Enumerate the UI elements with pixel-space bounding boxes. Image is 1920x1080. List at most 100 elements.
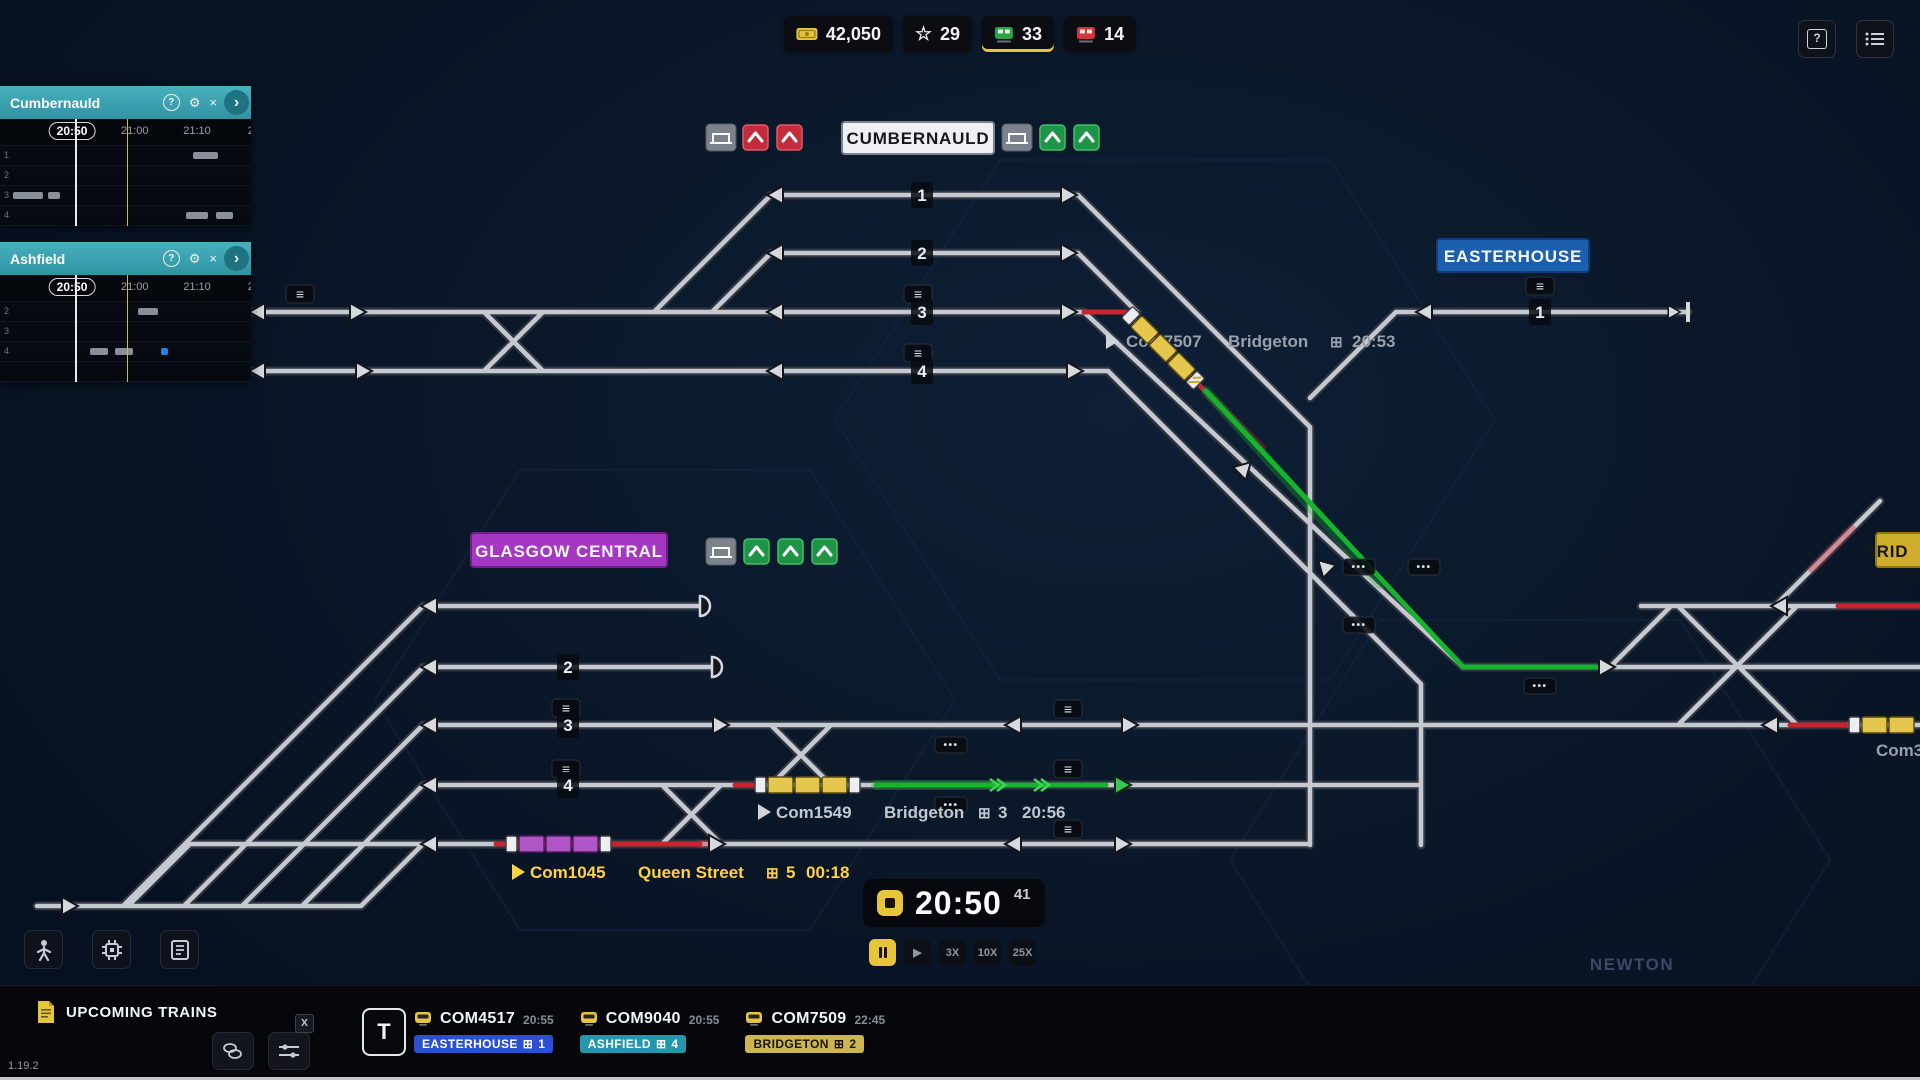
timetable-row[interactable]: 4 [0, 206, 251, 226]
notes-tool-button[interactable] [160, 930, 199, 969]
signal-icon[interactable] [1114, 834, 1132, 854]
reject-chevron-button[interactable] [742, 124, 769, 151]
closure-marker-icon[interactable]: ≡ [1053, 819, 1083, 839]
signal-icon[interactable] [349, 302, 367, 322]
active-route[interactable] [873, 388, 1601, 788]
destination-badge[interactable]: EASTERHOUSE ⊞ 1 [414, 1035, 554, 1053]
timetable-rows[interactable]: 2 3 4 [0, 302, 251, 382]
waypoint-dots-icon[interactable]: ••• [1342, 616, 1376, 634]
timetable-body[interactable]: 20:50 21:00 21:10 21:2 2 3 4 [0, 275, 251, 382]
pause-button[interactable] [869, 939, 896, 966]
track-network[interactable] [37, 195, 1920, 906]
train-com1045[interactable] [505, 835, 612, 853]
signal-icon[interactable] [1060, 243, 1078, 263]
panel-close-icon[interactable]: × [209, 251, 217, 266]
buffer-stop-icon[interactable] [710, 655, 724, 679]
closure-marker-icon[interactable]: ≡ [1053, 699, 1083, 719]
speed-3x-button[interactable]: 3X [939, 939, 966, 966]
accept-chevron-button[interactable] [1073, 124, 1100, 151]
speed-25x-button[interactable]: 25X [1009, 939, 1036, 966]
signal-icon[interactable] [248, 302, 266, 322]
trains-alert-badge[interactable]: 14 [1064, 16, 1137, 52]
accept-chevron-button[interactable] [1039, 124, 1066, 151]
reject-chevron-button[interactable] [776, 124, 803, 151]
panel-collapse-icon[interactable]: › [224, 246, 249, 271]
timetable-body[interactable]: 20:50 21:00 21:10 21:2 1 2 3 4 [0, 119, 251, 226]
game-clock[interactable]: 20:50 41 [863, 879, 1045, 927]
timetable-row[interactable]: 3 [0, 322, 251, 342]
signal-green-icon[interactable] [1114, 775, 1132, 795]
signal-icon[interactable] [1060, 302, 1078, 322]
timetable-rows[interactable]: 1 2 3 4 [0, 146, 251, 226]
waypoint-dots-icon[interactable]: ••• [1523, 677, 1557, 695]
panel-header[interactable]: Cumbernauld ? ⚙ × › [0, 86, 251, 119]
depot-icon-button[interactable] [705, 123, 737, 152]
signal-layer[interactable] [61, 185, 1788, 916]
panel-settings-icon[interactable]: ⚙ [188, 95, 201, 110]
upcoming-entry[interactable]: COM9040 20:55 ASHFIELD ⊞ 4 [579, 1010, 719, 1053]
trains-running-badge[interactable]: 33 [982, 16, 1055, 52]
train-list-toggle-button[interactable]: T [362, 1008, 406, 1056]
chip-tool-button[interactable] [92, 930, 131, 969]
signal-icon[interactable] [1121, 715, 1139, 735]
timetable-row[interactable]: 2 [0, 302, 251, 322]
speed-10x-button[interactable]: 10X [974, 939, 1001, 966]
signal-icon[interactable] [712, 715, 730, 735]
signal-icon[interactable] [1415, 302, 1433, 322]
buffer-stop-icon[interactable] [698, 594, 712, 618]
panel-collapse-icon[interactable]: › [224, 90, 249, 115]
signal-icon[interactable] [248, 361, 266, 381]
waypoint-dots-icon[interactable]: ••• [1342, 558, 1376, 576]
menu-button[interactable] [1856, 20, 1894, 58]
timetable-row[interactable]: 1 [0, 146, 251, 166]
signal-icon[interactable] [1004, 715, 1022, 735]
closure-marker-icon[interactable]: ≡ [1525, 276, 1555, 296]
panel-help-icon[interactable]: ? [162, 250, 180, 267]
upcoming-entry[interactable]: COM4517 20:55 EASTERHOUSE ⊞ 1 [414, 1010, 554, 1053]
sliders-filter-button[interactable] [268, 1032, 310, 1070]
station-label-glasgow-central[interactable]: GLASGOW CENTRAL [470, 532, 668, 568]
train-com3xxx[interactable] [1848, 716, 1915, 734]
panel-settings-icon[interactable]: ⚙ [188, 251, 201, 266]
signal-icon[interactable] [420, 834, 438, 854]
train-label-com1549[interactable]: Com1549 Bridgeton ⊞ 3 20:56 [758, 803, 1065, 822]
signal-icon[interactable] [1066, 361, 1084, 381]
depot-icon-button[interactable] [705, 537, 737, 566]
signal-icon[interactable] [1761, 715, 1779, 735]
close-filter-button[interactable]: X [295, 1014, 314, 1033]
signal-icon[interactable] [766, 361, 784, 381]
waypoint-dots-icon[interactable]: ••• [934, 796, 968, 814]
signal-icon[interactable] [420, 715, 438, 735]
station-label-easterhouse[interactable]: EASTERHOUSE [1436, 238, 1590, 273]
waypoint-dots-icon[interactable]: ••• [934, 736, 968, 754]
cumbernauld-controls[interactable] [705, 123, 1100, 152]
panel-help-icon[interactable]: ? [162, 94, 180, 111]
accept-chevron-button[interactable] [743, 538, 770, 565]
upcoming-entry[interactable]: COM7509 22:45 BRIDGETON ⊞ 2 [745, 1010, 885, 1053]
timetable-panel-ashfield[interactable]: Ashfield ? ⚙ × › 20:50 21:00 21:10 21:2 … [0, 242, 251, 382]
accept-chevron-button[interactable] [777, 538, 804, 565]
depot-icon-button[interactable] [1001, 123, 1033, 152]
panel-header[interactable]: Ashfield ? ⚙ × › [0, 242, 251, 275]
play-button[interactable]: ▶ [904, 939, 931, 966]
accept-chevron-button[interactable] [811, 538, 838, 565]
signal-icon[interactable] [766, 302, 784, 322]
destination-badge[interactable]: BRIDGETON ⊞ 2 [745, 1035, 865, 1053]
station-label-bridgeton[interactable]: BRID [1864, 532, 1920, 568]
station-label-cumbernauld[interactable]: CUMBERNAULD [841, 121, 995, 155]
timetable-row[interactable] [0, 362, 251, 382]
coins-filter-button[interactable] [212, 1032, 254, 1070]
signal-icon[interactable] [61, 896, 79, 916]
glasgow-controls[interactable] [705, 537, 838, 566]
signal-icon[interactable] [1004, 834, 1022, 854]
signal-icon[interactable] [420, 657, 438, 677]
timetable-row[interactable]: 3 [0, 186, 251, 206]
timetable-panel-cumbernauld[interactable]: Cumbernauld ? ⚙ × › 20:50 21:00 21:10 21… [0, 86, 251, 226]
speed-controls[interactable]: ▶ 3X 10X 25X [869, 939, 1036, 966]
help-button[interactable]: ? [1798, 20, 1836, 58]
closure-marker-icon[interactable]: ≡ [1053, 759, 1083, 779]
pedestrian-tool-button[interactable] [24, 930, 63, 969]
signal-icon[interactable] [355, 361, 373, 381]
train-com7507[interactable] [1121, 306, 1205, 390]
